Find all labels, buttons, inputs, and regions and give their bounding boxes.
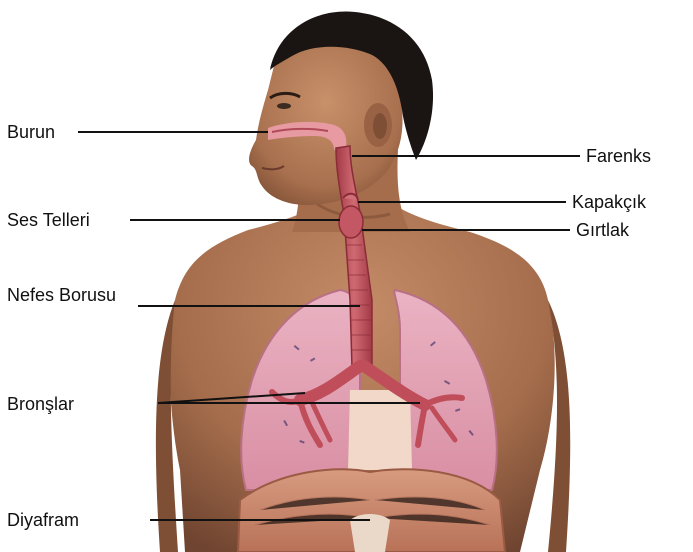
label-bronslar: Bronşlar xyxy=(7,394,74,414)
label-farenks: Farenks xyxy=(586,146,651,166)
label-nefes-borusu: Nefes Borusu xyxy=(7,285,116,305)
label-ses-telleri: Ses Telleri xyxy=(7,210,90,230)
label-girtlak: Gırtlak xyxy=(576,220,629,240)
label-kapakcik: Kapakçık xyxy=(572,192,646,212)
label-burun: Burun xyxy=(7,122,55,142)
label-diyafram: Diyafram xyxy=(7,510,79,530)
diaphragm xyxy=(238,469,505,552)
